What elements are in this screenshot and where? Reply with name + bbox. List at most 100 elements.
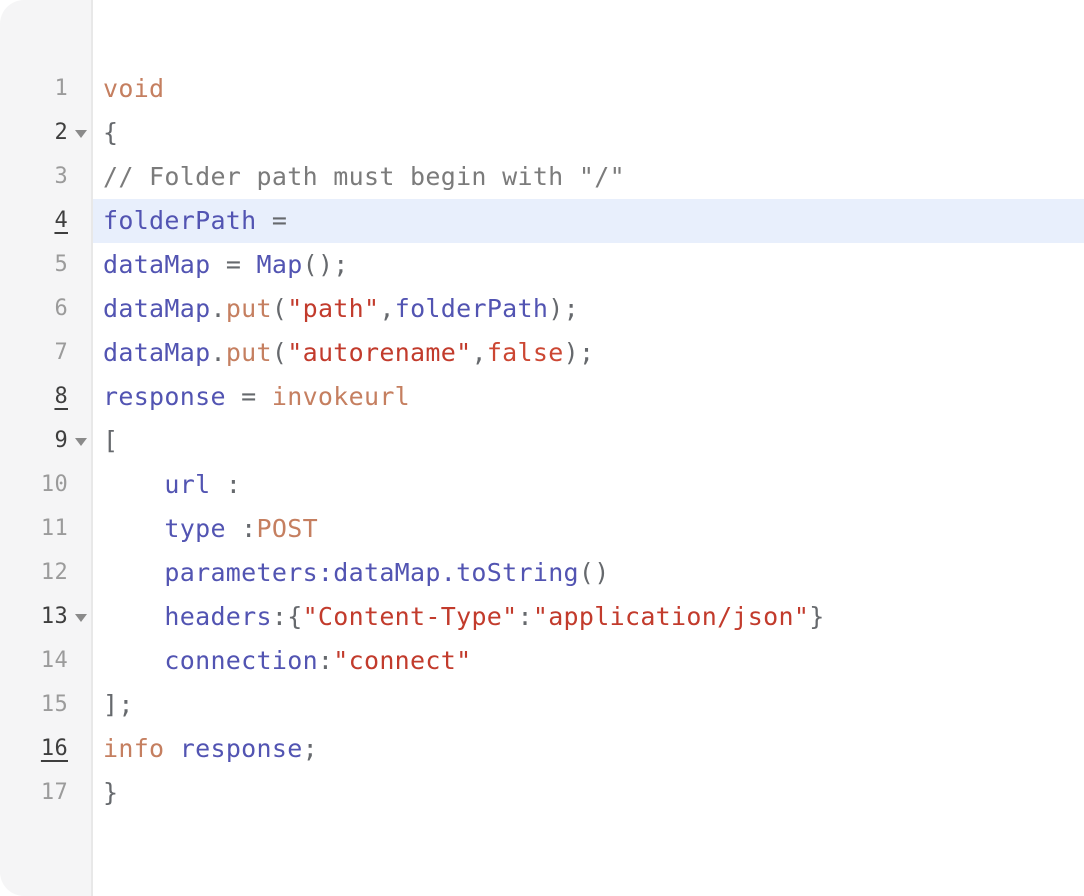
code-line: 8 response = invokeurl (0, 375, 1084, 419)
code-line: 3 // Folder path must begin with "/" (0, 155, 1084, 199)
token-s: "Content-Type" (302, 602, 518, 631)
gutter-cell: 16 (0, 727, 93, 771)
token-k: POST (256, 514, 318, 543)
line-number[interactable]: 13 (40, 604, 68, 629)
gutter-cell: 6 (0, 287, 93, 331)
token-p (103, 646, 164, 675)
token-i: dataMap (103, 338, 211, 367)
chevron-down-icon (75, 438, 87, 446)
code-line-content[interactable]: [ (93, 419, 1084, 463)
token-p: : (225, 514, 257, 543)
line-number[interactable]: 3 (54, 164, 68, 189)
token-k: put (225, 338, 272, 367)
line-number[interactable]: 11 (40, 516, 68, 541)
line-number[interactable]: 7 (54, 340, 68, 365)
fold-toggle[interactable] (68, 595, 93, 639)
line-number[interactable]: 15 (40, 692, 68, 717)
fold-slot-empty (68, 67, 93, 111)
fold-toggle[interactable] (68, 419, 93, 463)
token-i: Map (256, 250, 303, 279)
code-line-content[interactable]: dataMap = Map(); (93, 243, 1084, 287)
fold-slot-empty (68, 331, 93, 375)
line-number[interactable]: 9 (54, 428, 68, 453)
gutter-cell: 7 (0, 331, 93, 375)
code-lines[interactable]: 1 void 2 {3 // Folder path must begin with "… (0, 0, 1084, 815)
line-number[interactable]: 16 (40, 736, 68, 761)
token-p: () (578, 558, 610, 587)
token-p: (); (302, 250, 349, 279)
code-line-content[interactable]: dataMap.put("autorename",false); (93, 331, 1084, 375)
fold-slot-empty (68, 507, 93, 551)
line-number[interactable]: 14 (40, 648, 68, 673)
line-number[interactable]: 17 (40, 780, 68, 805)
code-line-content[interactable]: dataMap.put("path",folderPath); (93, 287, 1084, 331)
token-p: = (256, 206, 288, 235)
chevron-down-icon (75, 130, 87, 138)
token-p: ; (302, 734, 318, 763)
code-line-content[interactable]: parameters:dataMap.toString() (93, 551, 1084, 595)
token-p: ]; (103, 690, 134, 719)
fold-slot-empty (68, 199, 93, 243)
code-line: 9[ (0, 419, 1084, 463)
code-line: 14 connection:"connect" (0, 639, 1084, 683)
code-line-content[interactable]: url : (93, 463, 1084, 507)
code-line-content[interactable]: connection:"connect" (93, 639, 1084, 683)
token-p: = (210, 250, 257, 279)
gutter-cell: 8 (0, 375, 93, 419)
code-line-content[interactable]: info response; (93, 727, 1084, 771)
fold-slot-empty (68, 683, 93, 727)
gutter-cell: 1 (0, 67, 93, 111)
gutter-cell: 9 (0, 419, 93, 463)
fold-slot-empty (68, 243, 93, 287)
fold-slot-empty (68, 771, 93, 815)
token-p: : (210, 470, 242, 499)
code-line-content[interactable]: folderPath = (93, 199, 1084, 243)
token-p: ); (563, 338, 595, 367)
line-number[interactable]: 5 (54, 252, 68, 277)
chevron-down-icon (75, 614, 87, 622)
code-line: 16 info response; (0, 727, 1084, 771)
line-number[interactable]: 1 (54, 76, 68, 101)
line-number[interactable]: 10 (40, 472, 68, 497)
code-line: 13 headers:{"Content-Type":"application/… (0, 595, 1084, 639)
fold-slot-empty (68, 155, 93, 199)
code-line: 10 url : (0, 463, 1084, 507)
fold-slot-empty (68, 463, 93, 507)
line-number[interactable]: 6 (54, 296, 68, 321)
token-s: "autorename" (287, 338, 472, 367)
token-i: url (164, 470, 211, 499)
token-p: , (379, 294, 395, 323)
gutter-cell: 5 (0, 243, 93, 287)
token-p: . (210, 294, 226, 323)
code-line-content[interactable]: { (93, 111, 1084, 155)
gutter-cell: 14 (0, 639, 93, 683)
token-i: connection (164, 646, 318, 675)
line-number[interactable]: 8 (54, 384, 68, 409)
code-line-content[interactable]: void (93, 67, 1084, 111)
line-number[interactable]: 12 (40, 560, 68, 585)
token-k: invokeurl (271, 382, 411, 411)
code-line-content[interactable]: ]; (93, 683, 1084, 727)
token-k: info (103, 734, 165, 763)
gutter-cell: 13 (0, 595, 93, 639)
token-p: , (471, 338, 487, 367)
token-p (103, 470, 164, 499)
code-line: 11 type :POST (0, 507, 1084, 551)
line-number[interactable]: 2 (54, 120, 68, 145)
line-number[interactable]: 4 (54, 208, 68, 233)
token-p: } (809, 602, 825, 631)
code-line: 4 folderPath = (0, 199, 1084, 243)
fold-toggle[interactable] (68, 111, 93, 155)
code-line-content[interactable]: // Folder path must begin with "/" (93, 155, 1084, 199)
token-p (103, 602, 164, 631)
token-i: folderPath (103, 206, 257, 235)
token-s: "connect" (333, 646, 472, 675)
code-line-content[interactable]: headers:{"Content-Type":"application/jso… (93, 595, 1084, 639)
token-k: put (225, 294, 272, 323)
fold-slot-empty (68, 727, 93, 771)
code-line: 12 parameters:dataMap.toString() (0, 551, 1084, 595)
code-line-content[interactable]: response = invokeurl (93, 375, 1084, 419)
token-p: . (210, 338, 226, 367)
code-line-content[interactable]: } (93, 771, 1084, 815)
code-line-content[interactable]: type :POST (93, 507, 1084, 551)
